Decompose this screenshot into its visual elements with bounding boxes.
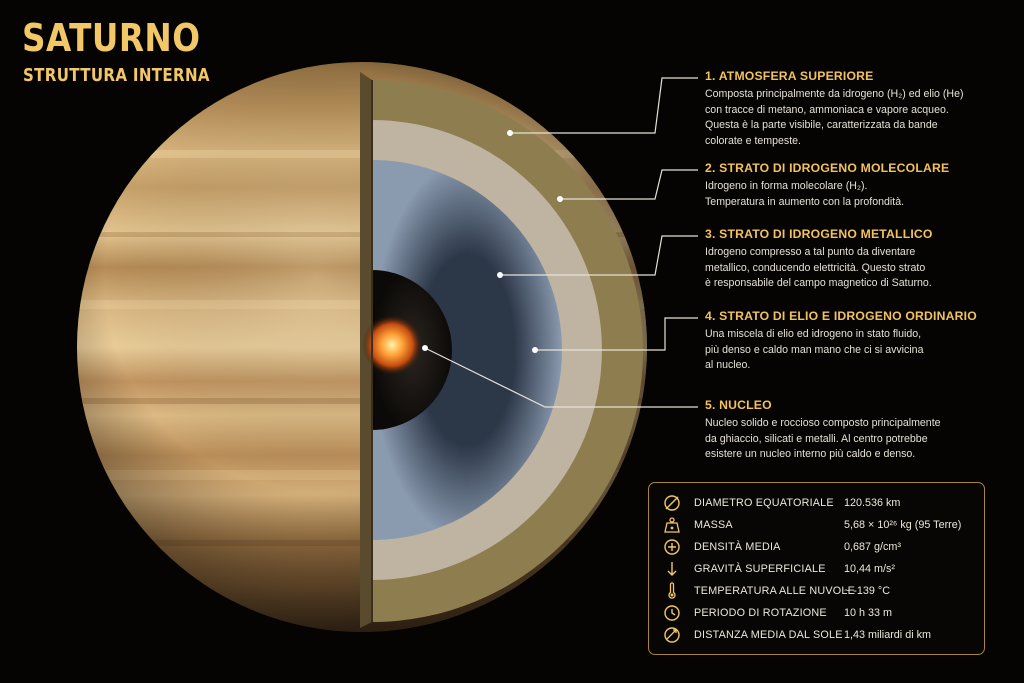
density-icon [664,539,680,555]
layer-text: Idrogeno in forma molecolare (H₂). Tempe… [705,180,905,208]
orbit-distance-icon [664,627,680,643]
stat-row-density: DENSITÀ MEDIA 0,687 g/cm³ [649,537,984,559]
stat-value: ~ -139 °C [844,585,891,597]
stat-label: DIAMETRO EQUATORIALE [694,497,834,509]
layer-title: 4. STRATO DI ELIO E IDROGENO ORDINARIO [705,309,977,323]
rotation-clock-icon [664,605,680,621]
stat-label: DENSITÀ MEDIA [694,541,781,553]
layer-text: Nucleo solido e roccioso composto princi… [705,417,941,461]
leader-line-2 [560,169,698,200]
thermometer-icon [668,582,676,599]
layer-title: 5. NUCLEO [705,398,772,412]
layer-description-metallic-hydrogen: 3. STRATO DI IDROGENO METALLICO Idrogeno… [705,227,1005,292]
core [362,315,422,375]
page-subtitle: STRUTTURA INTERNA [23,66,210,86]
page-title: SATURNO [22,16,201,60]
leader-line-1 [510,77,698,134]
stat-value: 10 h 33 m [844,607,893,619]
layer-title: 3. STRATO DI IDROGENO METALLICO [705,227,933,241]
stat-row-gravity: GRAVITÀ SUPERFICIALE 10,44 m/s² [649,559,984,581]
layer-description-molecular-hydrogen: 2. STRATO DI IDROGENO MOLECOLARE Idrogen… [705,161,1005,210]
diameter-icon [664,495,680,511]
layer-title: 2. STRATO DI IDROGENO MOLECOLARE [705,161,950,175]
leader-line-5 [424,347,698,408]
mass-weight-icon [664,517,680,533]
stat-value: 0,687 g/cm³ [844,541,902,553]
stat-value: 5,68 × 10²⁶ kg (95 Terre) [844,519,962,531]
leader-lines [424,77,698,408]
layer-description-core: 5. NUCLEO Nucleo solido e roccioso compo… [705,398,1005,463]
gravity-arrow-icon [667,562,677,576]
stat-label: MASSA [694,519,733,531]
stat-value: 10,44 m/s² [844,563,896,575]
leader-line-3 [500,235,698,276]
layer-description-helium-hydrogen: 4. STRATO DI ELIO E IDROGENO ORDINARIO U… [705,309,1005,374]
stat-label: TEMPERATURA ALLE NUVOLE [694,585,856,597]
leader-dots [422,130,563,353]
stat-row-mass: MASSA 5,68 × 10²⁶ kg (95 Terre) [649,515,984,537]
layer-title: 1. ATMOSFERA SUPERIORE [705,69,874,83]
layer-text: Idrogeno compresso a tal punto da divent… [705,246,932,290]
stat-value: 1,43 miliardi di km [844,629,932,641]
layer-text: Composta principalmente da idrogeno (H₂)… [705,88,964,147]
stat-label: PERIODO DI ROTAZIONE [694,607,827,619]
stat-row-diameter: DIAMETRO EQUATORIALE 120.536 km [649,493,984,515]
stat-row-rotation: PERIODO DI ROTAZIONE 10 h 33 m [649,603,984,625]
stat-value: 120.536 km [844,497,901,509]
stat-label: GRAVITÀ SUPERFICIALE [694,563,826,575]
stat-row-temperature: TEMPERATURA ALLE NUVOLE ~ -139 °C [649,581,984,603]
stat-label: DISTANZA MEDIA DAL SOLE [694,629,843,641]
layer-description-upper-atmosphere: 1. ATMOSFERA SUPERIORE Composta principa… [705,69,1005,149]
stat-row-distance: DISTANZA MEDIA DAL SOLE 1,43 miliardi di… [649,625,984,647]
stats-panel: DIAMETRO EQUATORIALE 120.536 km MASSA 5,… [648,482,985,655]
leader-line-4 [535,317,698,351]
layer-metallic-hydrogen [372,160,562,540]
layer-text: Una miscela di elio ed idrogeno in stato… [705,328,924,372]
cutaway-section [360,72,643,628]
